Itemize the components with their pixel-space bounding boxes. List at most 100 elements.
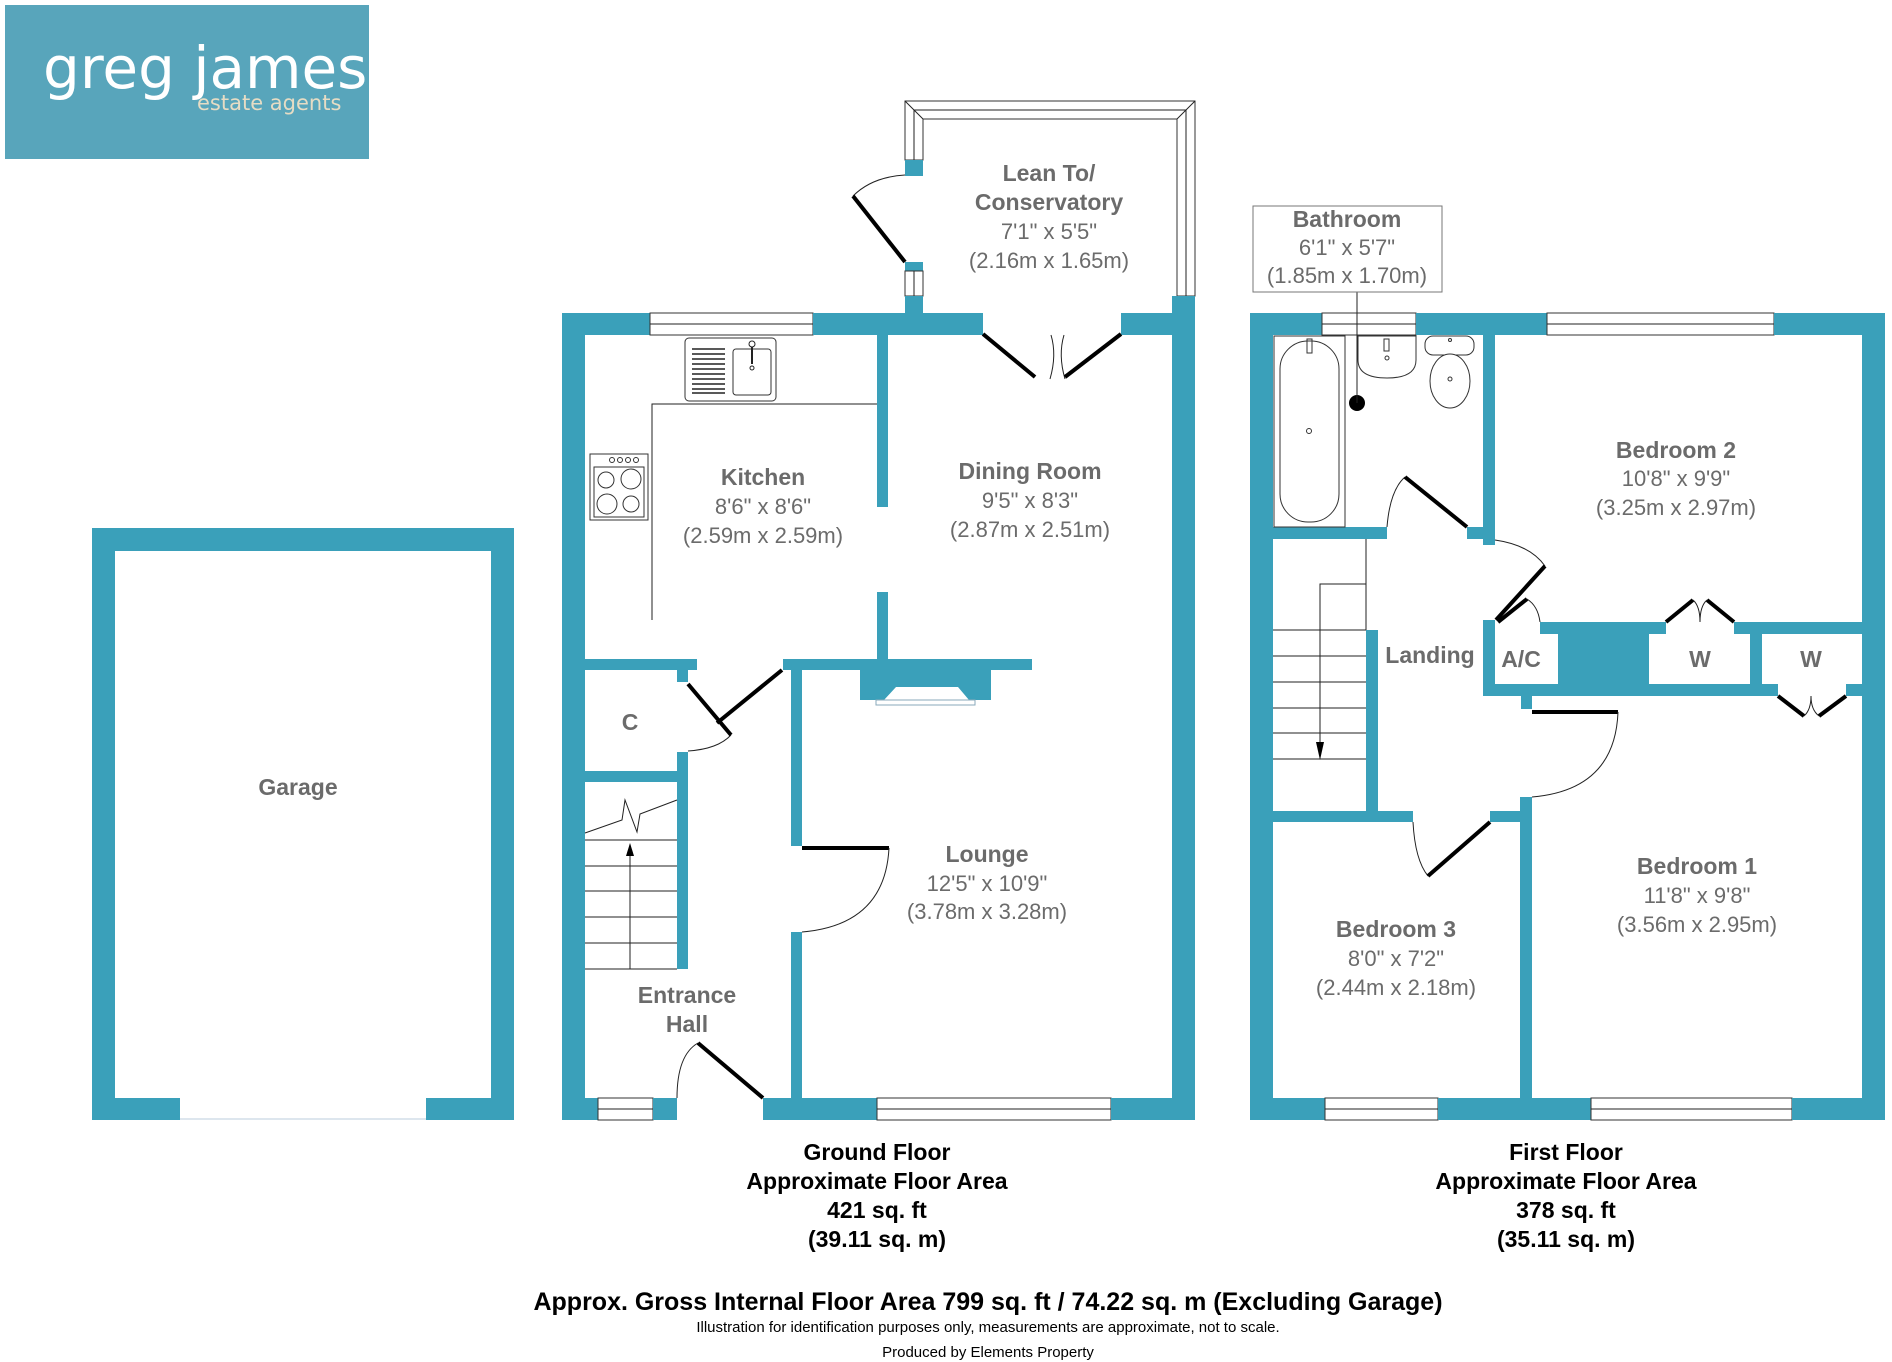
stair-arrow-down-icon [1316,742,1324,760]
room-dim-metric-bedroom1: (3.56m x 2.95m) [1617,912,1777,937]
room-name-bathroom: Bathroom [1293,206,1402,232]
bathroom-label-box [1252,205,1443,293]
room-name-hall-2: Hall [666,1011,708,1037]
ff-wall-bottom-left [1250,1098,1325,1120]
wardrobe2-door-left [1776,694,1806,718]
kitchen-worktop [651,403,877,620]
room-name-conservatory-2: Conservatory [975,189,1123,215]
ground-floor-area-sqm: (39.11 sq. m) [808,1226,946,1252]
cupboard-wall-right [677,752,688,969]
gf-wall-bottom-left [562,1098,598,1120]
room-dim-imperial-bedroom3: 8'0" x 7'2" [1348,946,1444,971]
room-name-hall-1: Entrance [638,982,736,1008]
room-dim-imperial-dining: 9'5" x 8'3" [982,488,1078,513]
room-name-wardrobe-1: W [1689,646,1711,672]
bedroom3-wall-top-right [1490,811,1522,822]
stair-wall-top [585,771,677,782]
gross-floor-area: Approx. Gross Internal Floor Area 799 sq… [533,1288,1442,1316]
toilet-icon [1424,335,1475,409]
bedroom3-door [1426,820,1492,878]
conservatory-door-swing [852,174,906,197]
wardrobe2-door-gap [1778,684,1846,696]
dining-door-swing-right [1060,334,1066,380]
room-dim-imperial-kitchen: 8'6" x 8'6" [715,494,811,519]
basin-icon [1357,335,1417,379]
hall-lounge-wall-lower [791,932,802,1098]
garage-wall-bottom-left [92,1098,180,1120]
brand-logo: greg james estate agents [5,5,369,159]
room-dim-metric-bedroom2: (3.25m x 2.97m) [1596,495,1756,520]
room-name-conservatory-1: Lean To/ [1003,160,1096,186]
logo-tagline: estate agents [197,91,342,115]
ff-wall-top-mid [1416,313,1547,335]
conservatory-corner [1176,100,1196,120]
gf-wall-bottom-right [1111,1098,1195,1120]
bath-icon [1273,335,1346,528]
ff-wall-top-right [1774,313,1885,335]
front-door-swing [676,1042,699,1099]
room-name-bedroom3: Bedroom 3 [1336,916,1456,942]
room-dim-imperial-lounge: 12'5" x 10'9" [927,871,1048,896]
wardrobe1-space [1651,634,1750,684]
room-name-kitchen: Kitchen [721,464,805,490]
kitchen-dining-wall-lower [877,592,888,659]
wardrobe2-door-right [1817,694,1848,718]
bathroom-wall-bottom-right [1467,527,1483,539]
wardrobe1-door-left [1664,598,1695,624]
garage-plan: Garage [92,528,514,1120]
ground-floor-summary: Ground Floor Approximate Floor Area 421 … [746,1139,1007,1252]
wardrobe1-door-gap [1666,620,1734,634]
lounge-door-swing [801,847,890,933]
bathroom-wall-bottom-left [1273,527,1387,539]
ff-wall-left [1250,313,1273,1120]
kitchen-dining-wall-upper [877,335,888,507]
room-dim-metric-lounge: (3.78m x 3.28m) [907,899,1067,924]
bedroom1-door-swing [1531,711,1619,798]
wardrobe1-door-right [1705,598,1736,624]
staircase-first-floor [1273,539,1367,760]
room-dim-imperial-bathroom: 6'1" x 5'7" [1299,235,1395,260]
wardrobe2-space [1762,634,1862,684]
room-dim-metric-conservatory: (2.16m x 1.65m) [969,248,1129,273]
garage-wall-left [92,528,115,1120]
conservatory-plan: Lean To/ Conservatory 7'1" x 5'5" (2.16m… [851,100,1196,316]
first-floor-summary: First Floor Approximate Floor Area 378 s… [1435,1139,1696,1252]
first-floor-area-sqft: 378 sq. ft [1516,1197,1616,1223]
room-dim-metric-bathroom: (1.85m x 1.70m) [1267,263,1427,288]
kitchen-cupboard-wall [585,659,697,670]
fireplace-icon [860,670,991,706]
bathroom-door-swing [1386,476,1406,528]
conservatory-door [851,194,907,264]
dining-french-door-right [1063,332,1123,379]
ac-door [1496,597,1529,624]
room-dim-metric-kitchen: (2.59m x 2.59m) [683,523,843,548]
room-dim-imperial-bedroom2: 10'8" x 9'9" [1622,466,1730,491]
room-name-bedroom2: Bedroom 2 [1616,437,1736,463]
gf-wall-bottom-hall [653,1098,677,1120]
room-dim-imperial-conservatory: 7'1" x 5'5" [1001,219,1097,244]
cupboard-door-swing [687,734,732,752]
hall-lounge-wall-top [783,659,1032,670]
wardrobe1-door-swing [1692,599,1708,623]
room-name-bedroom1: Bedroom 1 [1637,853,1757,879]
room-dim-imperial-bedroom1: 11'8" x 9'8" [1644,883,1751,908]
cupboard-wall-stub [677,670,688,682]
ff-wall-bottom-right [1792,1098,1885,1120]
gf-wall-left [562,313,585,1120]
garage-wall-top [92,528,514,551]
gf-wall-bottom-mid [763,1098,877,1120]
bedroom2-door-swing [1494,539,1546,567]
first-floor-subtitle: Approximate Floor Area [1435,1168,1696,1194]
producer-credit: Produced by Elements Property [882,1344,1094,1361]
conservatory-pier-bottom [905,296,923,316]
ground-floor-subtitle: Approximate Floor Area [746,1168,1007,1194]
gf-wall-right [1172,296,1195,1120]
ac-wall-stub [1521,696,1532,709]
disclaimer: Illustration for identification purposes… [696,1319,1279,1336]
first-floor-title: First Floor [1509,1139,1623,1165]
first-floor-area-sqm: (35.11 sq. m) [1497,1226,1635,1252]
sink-icon [684,337,777,402]
room-name-garage: Garage [258,774,337,800]
stair-wall-right [1366,630,1378,815]
wardrobe2-door-swing [1803,695,1820,717]
